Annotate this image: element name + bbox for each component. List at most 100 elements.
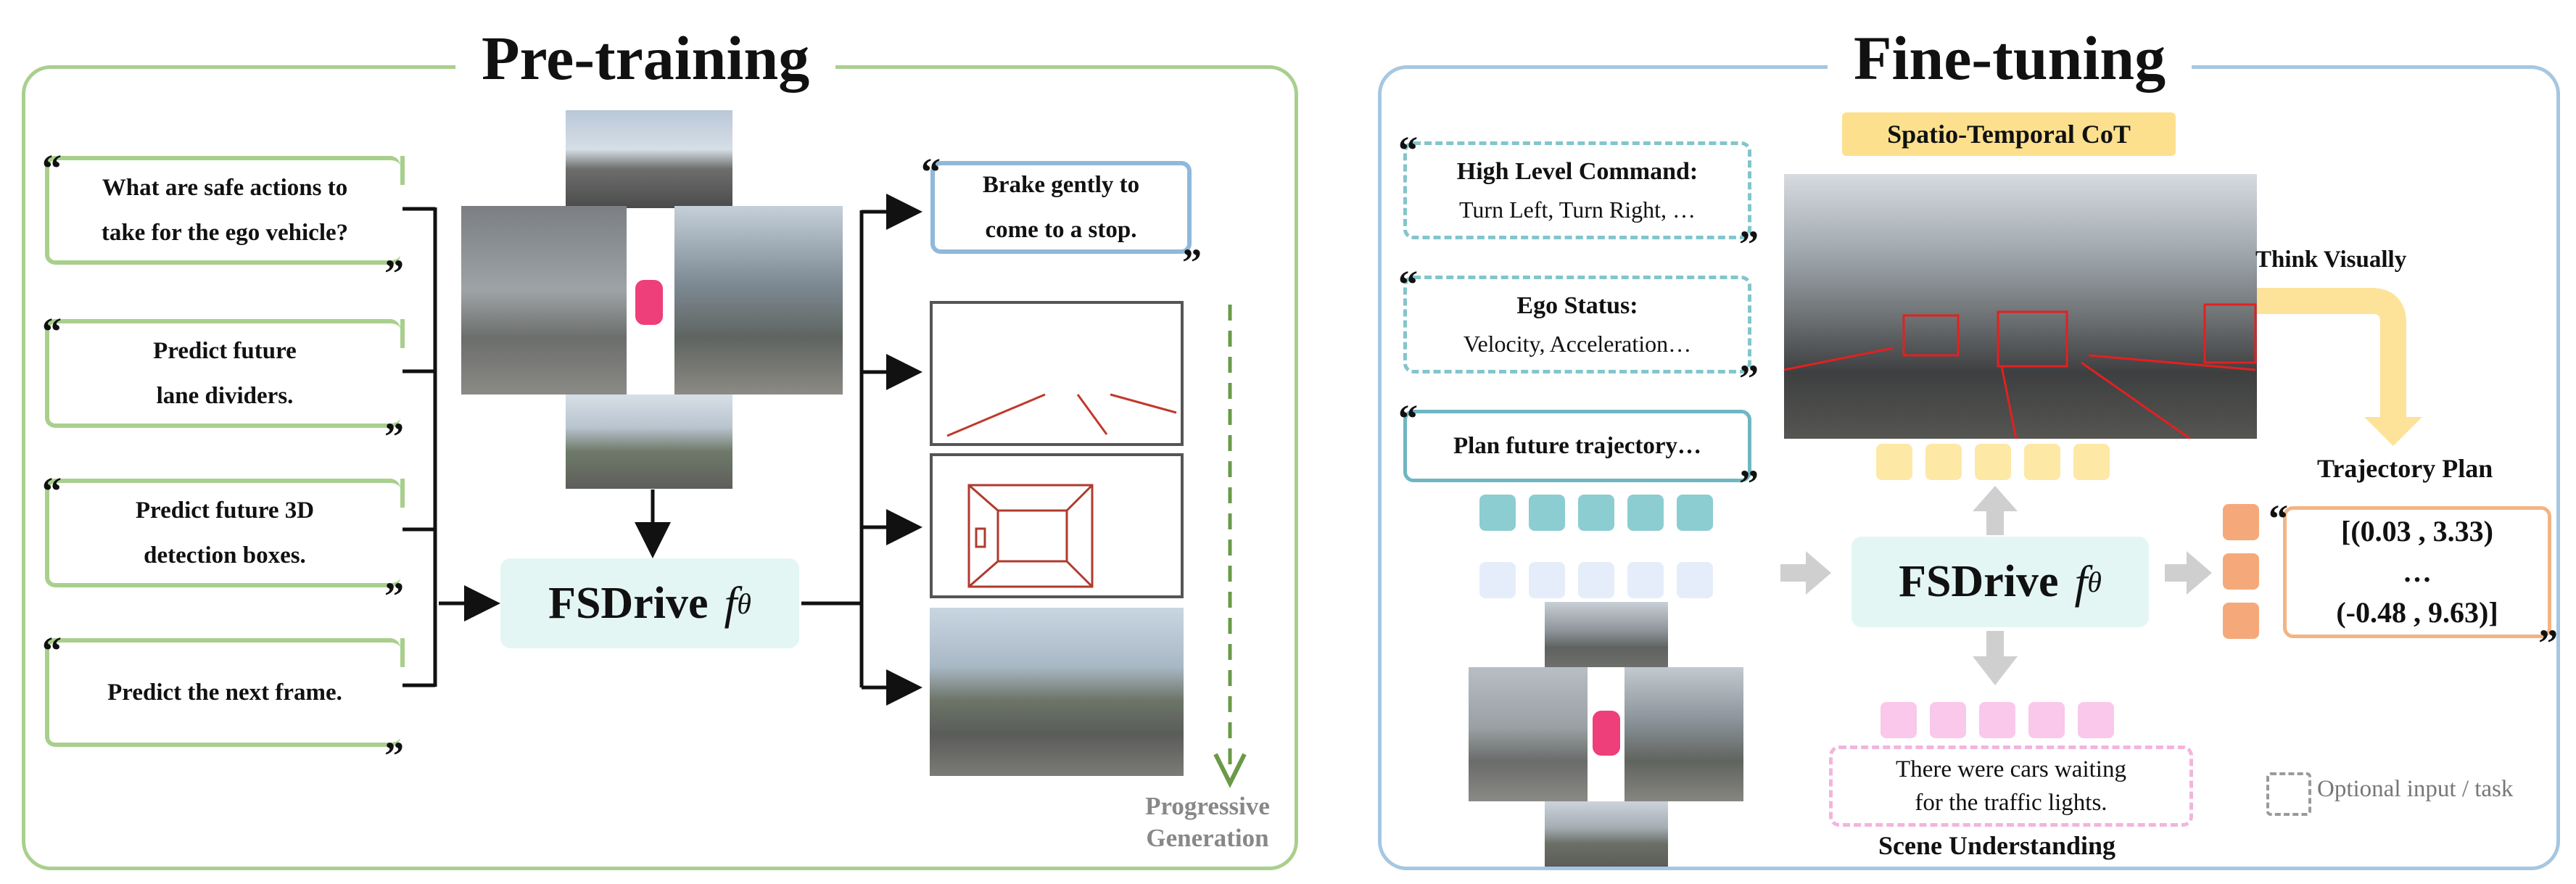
ft-ego-car-icon (1593, 711, 1620, 756)
token-pink (2028, 702, 2065, 738)
hlc-text: Turn Left, Turn Right, … (1458, 196, 1696, 223)
ft-camera-front-right (1625, 667, 1743, 801)
bracket-arm (392, 638, 405, 667)
close-quote: ” (384, 574, 404, 618)
token-yellow (1876, 444, 1912, 480)
open-quote: “ (42, 310, 62, 353)
lane-divider-lines (946, 393, 1177, 437)
pretraining-title: Pre-training (455, 22, 836, 94)
answer-line: Brake gently to (982, 172, 1140, 198)
token-lightblue (1578, 562, 1614, 598)
cot-scene-image (1784, 174, 2257, 439)
model-name: FSDrive (548, 578, 709, 628)
token-teal (1677, 495, 1713, 531)
answer-brake: Brake gently to come to a stop. (930, 161, 1192, 254)
token-lightblue (1479, 562, 1516, 598)
traj-line: (-0.48 , 9.63)] (2336, 596, 2498, 629)
model-subscript: θ (737, 587, 751, 620)
token-pink (1930, 702, 1966, 738)
scene-understanding-label: Scene Understanding (1878, 831, 2116, 860)
trajectory-plan-box: [(0.03 , 3.33) … (-0.48 , 9.63)] (2283, 506, 2551, 638)
prompt-line: take for the ego vehicle? (101, 220, 349, 246)
token-teal (1627, 495, 1664, 531)
next-frame-output (930, 608, 1184, 776)
token-lightblue (1529, 562, 1565, 598)
token-yellow (1975, 444, 2011, 480)
prompt-line: What are safe actions to (102, 175, 348, 201)
close-quote: ” (384, 734, 404, 777)
scene-understanding-box: There were cars waiting for the traffic … (1829, 745, 2193, 827)
camera-front-left (461, 206, 627, 395)
hlc-title: High Level Command: (1456, 157, 1698, 185)
model-symbol: f (2074, 555, 2088, 608)
token-yellow (2024, 444, 2060, 480)
token-orange (2223, 504, 2259, 540)
scene-text-line: for the traffic lights. (1915, 790, 2108, 816)
ft-camera-back (1545, 801, 1668, 867)
prompt-line: Predict future (153, 338, 297, 364)
plan-prompt-text: Plan future trajectory… (1453, 433, 1702, 459)
open-quote: “ (1398, 263, 1418, 306)
finetuning-title: Fine-tuning (1828, 22, 2192, 94)
close-quote: ” (1739, 223, 1759, 266)
token-teal (1578, 495, 1614, 531)
ego-status-box: Ego Status: Velocity, Acceleration… (1403, 276, 1751, 373)
prompt-lane-dividers: Predict future lane dividers. (45, 319, 400, 428)
bracket-arm (392, 319, 405, 348)
prompt-line: detection boxes. (144, 542, 306, 569)
prompt-line: lane dividers. (156, 383, 294, 409)
token-teal (1529, 495, 1565, 531)
token-lightblue (1677, 562, 1713, 598)
open-quote: “ (921, 150, 941, 194)
ft-camera-front-left (1469, 667, 1588, 801)
prompt-safe-actions: What are safe actions to take for the eg… (45, 156, 400, 265)
ego-car-icon (635, 280, 663, 325)
lane-divider-output (930, 301, 1184, 446)
prompt-line: Predict the next frame. (107, 679, 342, 706)
ft-camera-front (1545, 602, 1668, 667)
fsdrive-model-finetuning: FSDrive f θ (1852, 537, 2149, 627)
optional-legend-swatch (2266, 772, 2311, 816)
detection-box-lines (967, 484, 1094, 588)
prompt-detection-boxes: Predict future 3D detection boxes. (45, 479, 400, 587)
ego-title: Ego Status: (1516, 292, 1638, 319)
cot-annotations (1784, 303, 2257, 439)
trajectory-plan-label: Trajectory Plan (2317, 454, 2493, 483)
close-quote: ” (384, 252, 404, 295)
traj-line: … (2403, 555, 2432, 588)
open-quote: “ (42, 629, 62, 672)
close-quote: ” (1739, 462, 1759, 505)
model-symbol: f (724, 577, 738, 629)
progressive-line: Progressive (1145, 792, 1270, 820)
detection-box-output (930, 453, 1184, 598)
high-level-command-box: High Level Command: Turn Left, Turn Righ… (1403, 141, 1751, 239)
open-quote: “ (42, 146, 62, 190)
token-pink (1881, 702, 1917, 738)
open-quote: “ (1398, 397, 1418, 440)
token-orange (2223, 603, 2259, 639)
plan-prompt-box: Plan future trajectory… (1403, 410, 1751, 482)
bracket-arm (392, 479, 405, 508)
traj-line: [(0.03 , 3.33) (2341, 515, 2493, 548)
prompt-line: Predict future 3D (135, 497, 315, 524)
model-subscript: θ (2087, 566, 2102, 598)
progressive-generation-label: Progressive Generation (1128, 790, 1287, 854)
open-quote: “ (42, 469, 62, 513)
spatio-temporal-cot-label: Spatio-Temporal CoT (1842, 112, 2176, 156)
progressive-line: Generation (1146, 824, 1269, 852)
think-visually-label: Think Visually (2255, 247, 2407, 273)
cot-text: Spatio-Temporal CoT (1887, 120, 2131, 149)
prompt-next-frame: Predict the next frame. (45, 638, 400, 747)
close-quote: ” (2538, 621, 2558, 665)
token-lightblue (1627, 562, 1664, 598)
close-quote: ” (384, 415, 404, 458)
open-quote: “ (1398, 128, 1418, 172)
bracket-arm (392, 156, 405, 185)
token-pink (2078, 702, 2114, 738)
answer-line: come to a stop. (985, 217, 1137, 243)
camera-front (566, 110, 732, 208)
token-yellow (1925, 444, 1962, 480)
token-yellow (2073, 444, 2110, 480)
